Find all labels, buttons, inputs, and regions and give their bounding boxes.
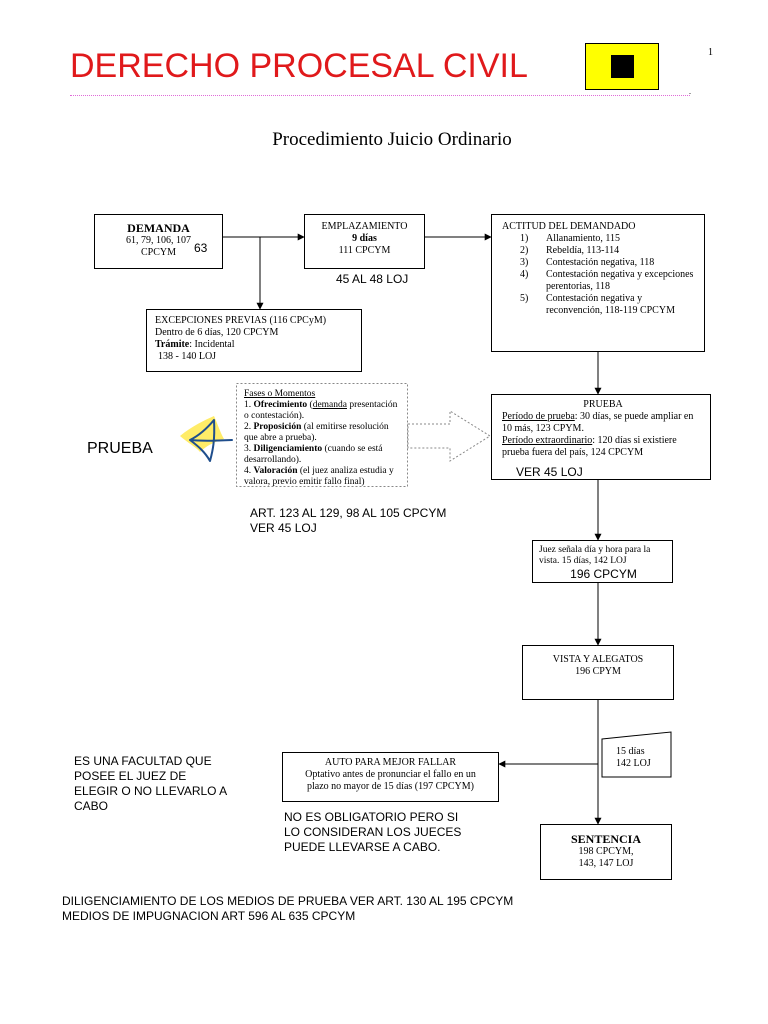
header-badge (585, 43, 659, 90)
prueba-box-note: VER 45 LOJ (516, 465, 583, 479)
emplazamiento-box: EMPLAZAMIENTO 9 días 111 CPCYM (304, 214, 425, 269)
footer-line1: DILIGENCIAMIENTO DE LOS MEDIOS DE PRUEBA… (62, 894, 514, 908)
facultad-note: ES UNA FACULTAD QUE POSEE EL JUEZ DE ELE… (74, 754, 228, 813)
page-title: DERECHO PROCESAL CIVIL (70, 47, 528, 85)
actitud-item: 5)Contestación negativa y reconvención, … (520, 293, 675, 316)
emplazamiento-note: 45 AL 48 LOJ (336, 272, 409, 286)
demanda-line2: CPCYM (140, 247, 176, 258)
handwritten-mark-icon (180, 416, 233, 462)
emplazamiento-days: 9 días (352, 233, 377, 244)
actitud-item: 1)Allanamiento, 115 (520, 233, 621, 244)
demanda-title: DEMANDA (127, 221, 190, 235)
prueba-box-title: PRUEBA (583, 399, 623, 410)
tramite-label: Trámite (155, 339, 190, 350)
black-square-icon (611, 55, 634, 78)
juez-box: Juez señala día y hora para la vista. 15… (532, 540, 673, 583)
emplazamiento-ref: 111 CPCYM (338, 245, 391, 256)
obligatorio-note: NO ES OBLIGATORIO PERO SI LO CONSIDERAN … (284, 810, 462, 854)
page-number: 1 (708, 47, 713, 58)
diagram-subtitle: Procedimiento Juicio Ordinario (272, 129, 512, 150)
quince-dias-text: 15 días 142 LOJ (616, 746, 651, 769)
excepciones-ref: 138 - 140 LOJ (158, 351, 217, 362)
actitud-item: 4)Contestación negativa y excepciones pe… (520, 269, 694, 292)
sentencia-box: SENTENCIA 198 CPCYM, 143, 147 LOJ (540, 824, 672, 880)
actitud-item: 2)Rebeldía, 113-114 (520, 245, 620, 256)
outlined-arrow-to-prueba (407, 410, 491, 462)
art-note: ART. 123 AL 129, 98 AL 105 CPCYM VER 45 … (250, 506, 447, 535)
footer-line2: MEDIOS DE IMPUGNACION ART 596 AL 635 CPC… (62, 909, 356, 923)
vista-box: VISTA Y ALEGATOS 196 CPYM (522, 645, 674, 700)
prueba-label: PRUEBA (87, 440, 153, 457)
fases-title: Fases o Momentos (244, 389, 316, 399)
excepciones-title: EXCEPCIONES PREVIAS (116 CPCyM) (155, 315, 327, 326)
fases-text: Fases o Momentos 1. Ofrecimiento (demand… (244, 389, 404, 488)
tramite-value: : Incidental (189, 339, 235, 350)
fases-box-border (236, 383, 408, 487)
quince-dias-box (601, 731, 672, 778)
prueba-box: PRUEBA Período de prueba: 30 días, se pu… (491, 394, 711, 480)
juez-note: 196 CPCYM (570, 567, 637, 581)
actitud-title: ACTITUD DEL DEMANDADO (502, 221, 636, 232)
excepciones-box: EXCEPCIONES PREVIAS (116 CPCyM) Dentro d… (146, 309, 362, 372)
actitud-item: 3)Contestación negativa, 118 (520, 257, 655, 268)
excepciones-line1: Dentro de 6 días, 120 CPCYM (155, 327, 279, 338)
auto-box: AUTO PARA MEJOR FALLAR Optativo antes de… (282, 752, 499, 802)
header-rule (70, 95, 690, 96)
footer-notes: DILIGENCIAMIENTO DE LOS MEDIOS DE PRUEBA… (62, 894, 513, 924)
emplazamiento-title: EMPLAZAMIENTO (321, 221, 408, 232)
actitud-box: ACTITUD DEL DEMANDADO 1)Allanamiento, 11… (491, 214, 705, 352)
demanda-line1: 61, 79, 106, 107 (126, 235, 191, 246)
demanda-box: DEMANDA 61, 79, 106, 107 CPCYM (94, 214, 223, 269)
rule-end-dot: . (689, 87, 691, 96)
demanda-note: 63 (194, 241, 208, 255)
